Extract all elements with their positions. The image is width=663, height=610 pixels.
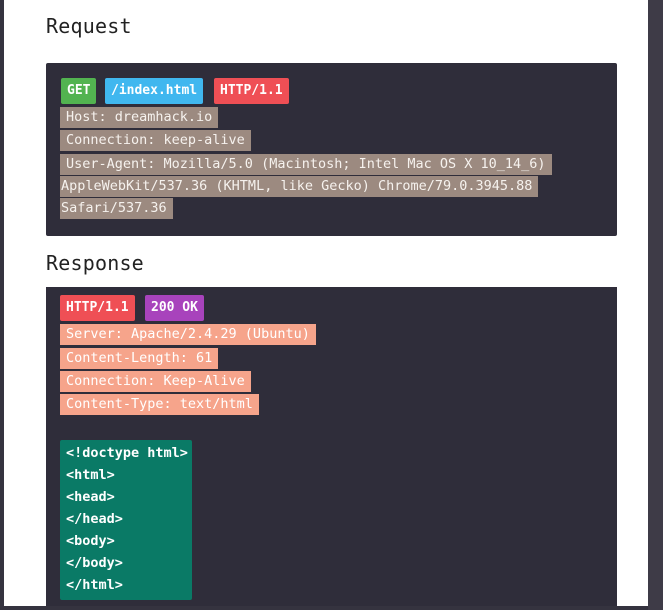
body-line: <!doctype html> [66, 445, 188, 461]
response-version-badge: HTTP/1.1 [60, 295, 135, 321]
body-line: <body> [66, 533, 115, 549]
response-header-server: Server: Apache/2.4.29 (Ubuntu) [60, 324, 316, 345]
request-version-badge: HTTP/1.1 [214, 78, 289, 104]
response-body: <!doctype html> <html> <head> </head> <b… [60, 440, 192, 600]
request-header-host: Host: dreamhack.io [60, 107, 219, 128]
response-title: Response [46, 251, 144, 275]
path-badge: /index.html [105, 78, 204, 104]
request-header-connection: Connection: keep-alive [60, 130, 251, 151]
scrollbar-edge [648, 0, 663, 610]
response-header-content-type: Content-Type: text/html [60, 394, 259, 415]
response-header-connection: Connection: Keep-Alive [60, 371, 251, 392]
response-panel: HTTP/1.1 200 OK Server: Apache/2.4.29 (U… [46, 287, 617, 606]
request-header-user-agent-cont: AppleWebKit/537.36 (KHTML, like Gecko) C… [60, 176, 539, 197]
body-line: </html> [66, 577, 123, 593]
status-badge: 200 OK [145, 295, 204, 321]
body-line: <html> [66, 467, 115, 483]
body-line: </body> [66, 555, 123, 571]
request-header-user-agent: User-Agent: Mozilla/5.0 (Macintosh; Inte… [60, 154, 552, 175]
request-panel: GET /index.html HTTP/1.1 Host: dreamhack… [46, 63, 617, 236]
method-badge: GET [61, 78, 97, 104]
body-line: <head> [66, 489, 115, 505]
request-title: Request [46, 14, 132, 38]
body-line: </head> [66, 511, 123, 527]
request-header-user-agent-end: Safari/537.36 [60, 198, 173, 219]
response-header-content-length: Content-Length: 61 [60, 348, 219, 369]
